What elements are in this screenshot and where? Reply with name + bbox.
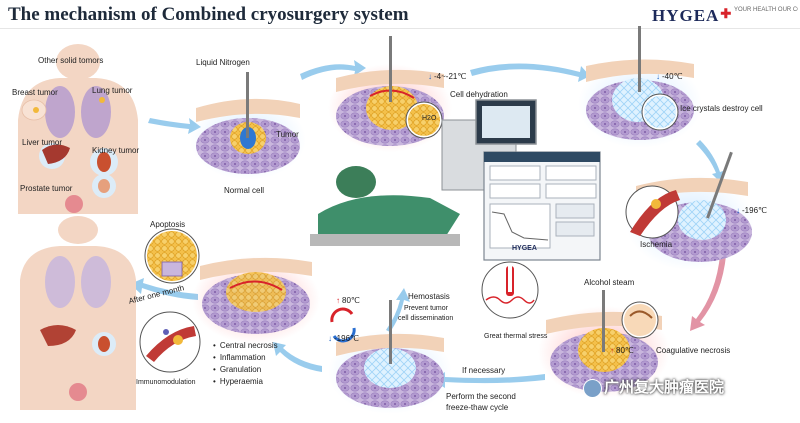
body-figure-top [18,44,138,214]
label-liver-tumor: Liver tumor [22,138,63,147]
device-brand-label: HYGEA [512,245,537,252]
brand-name: HYGEA [652,6,720,25]
label-tumor: Tumor [276,130,299,139]
body-figure-bottom [20,216,136,410]
temperature-6: ↓-196℃ [328,334,359,343]
label-normal-cell: Normal cell [224,186,265,195]
brand-logo: HYGEA✚ [652,6,732,26]
label-apoptosis: Apoptosis [150,220,186,229]
effect-item: Central necrosis [220,340,278,352]
temperature-5: ↑80℃ [336,296,360,305]
label-prostate-tumor: Prostate tumor [20,184,73,193]
watermark-text: 广州复大肿瘤医院 [604,379,725,396]
temperature-2: ↓-40℃ [656,72,683,81]
tissue-panel-2 [328,36,452,152]
freeze-thaw-cycle-icon [330,307,356,343]
label-breast-tumor: Breast tumor [12,88,58,97]
label-alcohol-steam: Alcohol steam [584,278,635,287]
patient-and-device [310,99,601,261]
label-liquid-nitrogen: Liquid Nitrogen [196,58,250,67]
temperature-3: ↓-196℃ [736,206,767,215]
wechat-watermark-icon [583,379,602,398]
thermal-stress-illustration [481,261,539,319]
tissue-panel-7 [192,256,320,344]
label-second-cycle-line1: Perform the second [446,392,516,401]
red-cross-icon: ✚ [720,6,733,21]
effect-item: Hyperaemia [220,376,278,388]
temperature-1: ↓-4~-21℃ [428,72,467,81]
tissue-panel-1 [190,72,306,180]
brand-tagline: YOUR HEALTH OUR CONCERN [734,7,798,13]
label-other-solid-tumors: Other solid tomors [38,56,104,65]
effect-item: Inflammation [220,352,278,364]
temperature-4: ↑80℃ [610,346,634,355]
tissue-panel-5 [538,290,670,398]
label-hemostasis: Hemostasis [408,292,450,301]
label-ischemia: Ischemia [640,240,673,249]
label-kidney-tumor: Kidney tumor [92,146,140,155]
tissue-panel-3 [578,26,702,148]
label-coagulative-necrosis: Coagulative necrosis [656,346,731,355]
label-prevent-tumor: Prevent tumor [404,305,448,312]
label-lung-tumor: Lung tumor [92,86,133,95]
apoptosis-illustration [144,228,200,284]
tissue-panel-4 [625,151,754,270]
effects-list: Central necrosis Inflammation Granulatio… [212,340,278,388]
immunomodulation-illustration [139,311,201,373]
label-immunomodulation: Immunomodulation [136,379,196,386]
label-second-cycle-line2: freeze-thaw cycle [446,403,509,412]
label-ice-crystals: Ice crystals destroy cell [680,104,763,113]
effect-item: Granulation [220,364,278,376]
label-cell-dissemination: cell dissemination [398,315,454,322]
tissue-panel-6 [328,300,452,414]
page-title: The mechanism of Combined cryosurgery sy… [8,4,409,25]
label-cell-dehydration: Cell dehydration [450,90,508,99]
label-h2o: H2O [422,115,437,122]
label-great-thermal-stress: Great thermal stress [484,333,548,340]
label-if-necessary: If necessary [462,366,506,375]
